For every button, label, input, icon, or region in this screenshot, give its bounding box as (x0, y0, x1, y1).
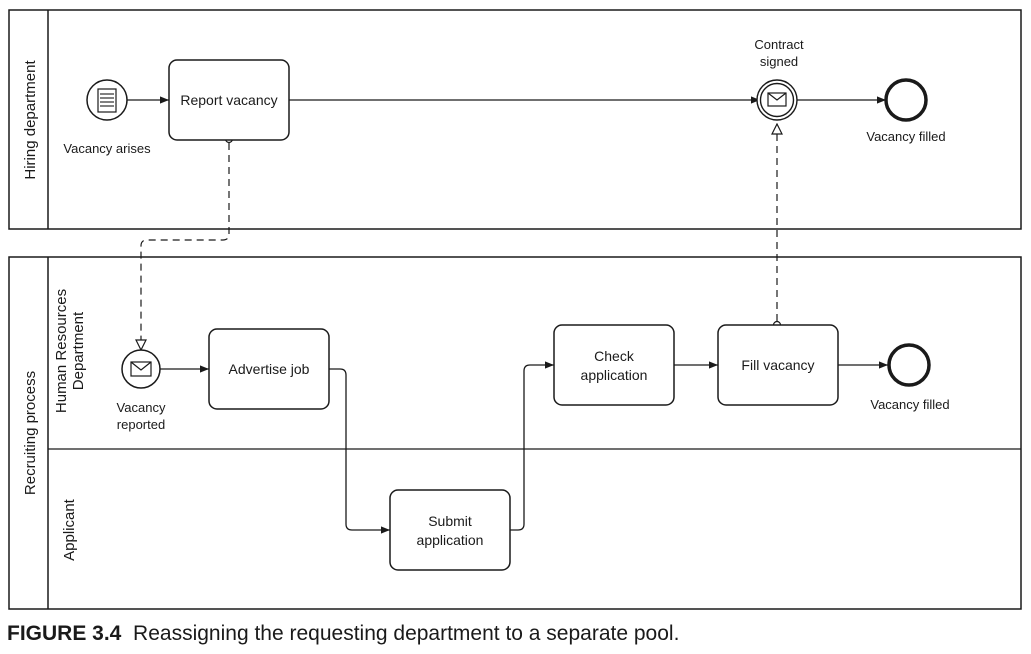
task-check-application[interactable]: Check application (553, 324, 675, 406)
envelope-icon (130, 361, 152, 377)
task-submit-application-label-line2: application (417, 532, 484, 548)
lane-hr-label-line1: Human Resources (53, 289, 70, 413)
contract-signed-label-line2: signed (760, 54, 798, 69)
task-submit-application-label-line1: Submit (428, 513, 472, 529)
message-flow-report-to-reported (141, 143, 230, 350)
flows (127, 96, 888, 534)
task-fill-vacancy-label: Fill vacancy (741, 357, 814, 373)
lane-applicant: Applicant (61, 498, 78, 561)
vacancy-arises-label: Vacancy arises (63, 141, 151, 156)
intermediate-event-message-catch[interactable] (756, 79, 798, 121)
start-event-conditional[interactable] (86, 79, 128, 121)
contract-signed-label-line1: Contract (754, 37, 804, 52)
lane-hr: Human Resources Department (53, 289, 87, 413)
task-report-vacancy-label: Report vacancy (180, 92, 277, 108)
vacancy-reported-label-line1: Vacancy (117, 400, 166, 415)
envelope-icon (767, 92, 787, 107)
lane-applicant-label: Applicant (61, 498, 78, 561)
flow-submit-to-check (510, 361, 554, 531)
task-report-vacancy[interactable]: Report vacancy (168, 59, 290, 141)
task-fill-vacancy[interactable]: Fill vacancy (717, 324, 839, 406)
task-advertise-job-label: Advertise job (229, 361, 310, 377)
recruiting-process-pool: Recruiting process (8, 256, 1022, 610)
conditional-document-icon (97, 88, 117, 113)
hiring-pool-label: Hiring department (22, 60, 39, 180)
start-event-message[interactable] (121, 349, 161, 389)
lane-hr-label-line2: Department (70, 311, 87, 390)
task-check-application-label-line2: application (581, 367, 648, 383)
task-check-application-label-line1: Check (594, 348, 635, 364)
end-event-recruiting[interactable] (887, 343, 931, 387)
figure-caption: FIGURE 3.4 Reassigning the requesting de… (7, 622, 679, 646)
figure-caption-text: Reassigning the requesting department to… (133, 622, 680, 645)
hiring-department-pool: Hiring department (8, 9, 1022, 230)
vacancy-reported-label-line2: reported (117, 417, 165, 432)
figure-number: FIGURE 3.4 (7, 622, 122, 645)
flow-advertise-to-submit (329, 368, 390, 534)
end-event-hiring[interactable] (884, 78, 928, 122)
task-submit-application[interactable]: Submit application (389, 489, 511, 571)
vacancy-filled-recruiting-label: Vacancy filled (870, 397, 949, 412)
vacancy-filled-hiring-label: Vacancy filled (866, 129, 945, 144)
recruiting-pool-label: Recruiting process (22, 371, 39, 495)
task-advertise-job[interactable]: Advertise job (208, 328, 330, 410)
